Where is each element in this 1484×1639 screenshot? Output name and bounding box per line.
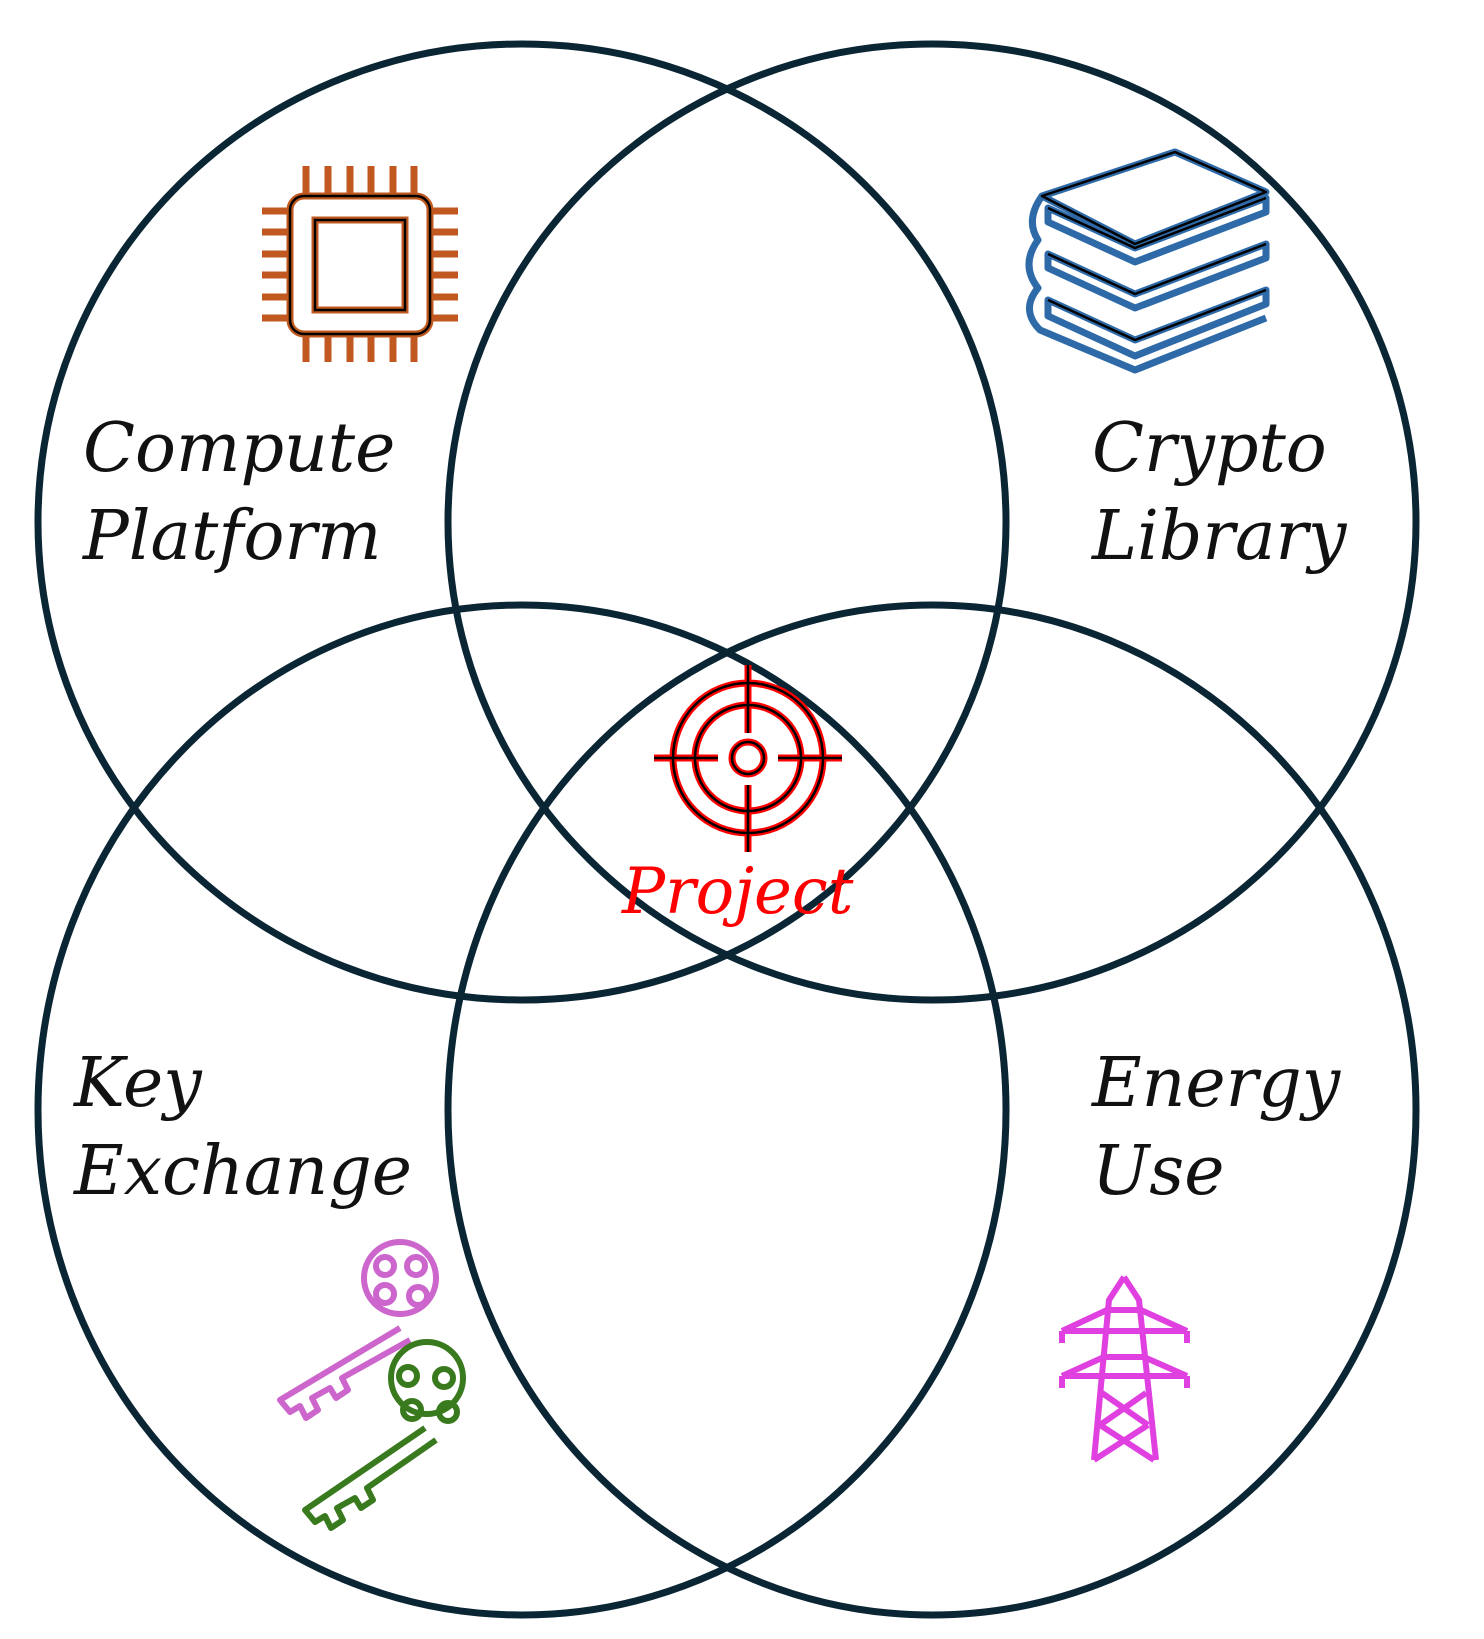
- label-crypto-library: Crypto Library: [1092, 405, 1346, 581]
- label-key-exchange: Key Exchange: [74, 1040, 412, 1216]
- label-key-line1: Key: [74, 1044, 202, 1123]
- set-crypto-library-outline: [444, 40, 1420, 1004]
- set-key-exchange-outline: [34, 601, 1010, 1619]
- keys-icon: [277, 1239, 466, 1531]
- target-icon: [654, 665, 842, 852]
- cpu-chip-icon: [262, 166, 458, 362]
- label-energy-use: Energy Use: [1092, 1040, 1340, 1216]
- label-compute-line1: Compute: [83, 409, 396, 488]
- center-label-project: Project: [622, 855, 854, 929]
- set-compute-platform-outline: [34, 40, 1010, 1004]
- label-crypto-line1: Crypto: [1092, 409, 1327, 488]
- power-pylon-icon: [1059, 1275, 1190, 1463]
- label-energy-line1: Energy: [1092, 1044, 1341, 1123]
- set-energy-use-outline: [444, 601, 1420, 1619]
- label-energy-line2: Use: [1092, 1132, 1225, 1211]
- key-green-icon: [302, 1339, 466, 1531]
- label-key-line2: Exchange: [74, 1132, 412, 1211]
- label-crypto-line2: Library: [1092, 497, 1347, 576]
- label-compute-platform: Compute Platform: [83, 405, 395, 581]
- label-compute-line2: Platform: [83, 497, 382, 576]
- books-stack-icon: [1025, 148, 1270, 374]
- key-pink-icon: [277, 1239, 439, 1421]
